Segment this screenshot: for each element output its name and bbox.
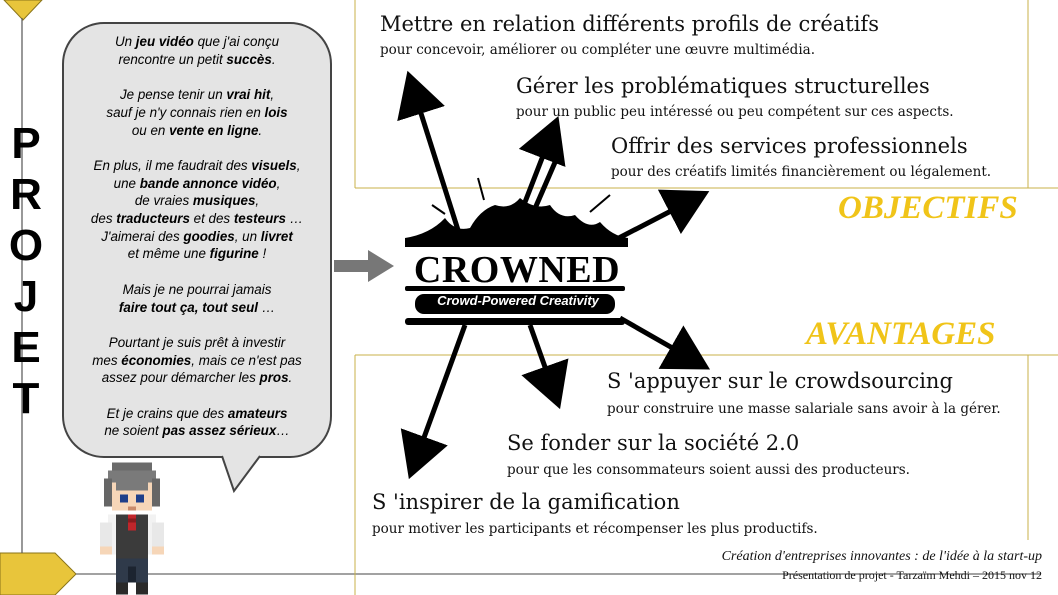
bubble-emphasis: testeurs: [233, 211, 286, 226]
avantage-detail: pour construire une masse salariale sans…: [607, 401, 1001, 417]
bubble-emphasis: faire tout ça, tout seul: [118, 299, 258, 315]
bubble-text: et même une: [127, 246, 210, 262]
bubble-text: .: [258, 122, 263, 138]
objectif-heading: Mettre en relation différents profils de…: [380, 12, 879, 36]
bubble-text: , mais ce n'est pas: [191, 352, 302, 368]
footer-presentation-info: Présentation de projet - Tarzaïm Mehdi –…: [782, 568, 1042, 582]
bubble-text: sauf je n'y connais rien en: [106, 104, 265, 120]
projet-letter: R: [10, 170, 42, 219]
bubble-emphasis: vrai hit: [226, 87, 271, 103]
bubble-text: !: [258, 246, 267, 262]
bubble-text: Je pense tenir un: [119, 87, 227, 103]
avantage-heading: S 'appuyer sur le crowdsourcing: [607, 369, 953, 393]
bubble-text: rencontre un petit: [118, 51, 227, 67]
bubble-emphasis: pas assez sérieux: [162, 423, 277, 439]
bubble-text: des: [90, 211, 117, 226]
avantages-label: AVANTAGES: [806, 316, 996, 352]
bubble-emphasis: bande annonce vidéo: [139, 175, 277, 191]
projet-letter: P: [11, 119, 41, 168]
bubble-text: …: [276, 423, 290, 439]
objectif-heading: Gérer les problématiques structurelles: [516, 74, 930, 98]
avantage-detail: pour motiver les participants et récompe…: [372, 521, 818, 537]
bubble-text: une: [113, 175, 140, 191]
bubble-text: .: [288, 370, 293, 386]
avantage-heading: S 'inspirer de la gamification: [372, 490, 680, 514]
logo-title: CROWNED: [413, 249, 621, 291]
bubble-paragraph: Pourtant je suis prêt à investir mes écon…: [72, 334, 322, 387]
logo-subtitle: Crowd-Powered Creativity: [437, 293, 599, 308]
character-sprite: [100, 462, 164, 595]
bubble-text: …: [258, 299, 276, 315]
bubble-emphasis: visuels: [251, 157, 297, 173]
bubble-text: , un: [234, 228, 261, 244]
avantage-heading: Se fonder sur la société 2.0: [507, 431, 800, 455]
crown-logo: [405, 198, 628, 325]
projet-letter: T: [12, 374, 40, 423]
objectif-heading: Offrir des services professionnels: [611, 134, 968, 158]
bubble-text: et des: [189, 211, 234, 226]
projet-letter: J: [13, 272, 39, 321]
bubble-paragraph: En plus, il me faudrait des visuels,une …: [72, 157, 322, 263]
bubble-emphasis: succès: [226, 51, 272, 67]
projet-vertical-title: P R O J E T: [0, 118, 52, 424]
bubble-paragraph: Un jeu vidéo que j'ai conçu rencontre un …: [72, 33, 322, 68]
bubble-text: de vraies: [134, 193, 193, 209]
bubble-text: Pourtant je suis prêt à investir: [108, 334, 286, 350]
bubble-text: ne soient: [104, 423, 163, 439]
bubble-text: .: [271, 51, 276, 67]
bubble-text: ,: [255, 193, 260, 209]
projet-letter: O: [8, 221, 44, 270]
bubble-text: ,: [270, 87, 275, 103]
bubble-emphasis: jeu vidéo: [135, 34, 194, 49]
bubble-emphasis: amateurs: [227, 405, 288, 421]
bubble-emphasis: livret: [260, 228, 293, 244]
bubble-text: assez pour démarcher les: [101, 370, 260, 386]
bubble-paragraph: Je pense tenir un vrai hit, sauf je n'y c…: [72, 86, 322, 139]
bubble-paragraph: Et je crains que des amateurs ne soient p…: [72, 405, 322, 440]
bubble-emphasis: figurine: [209, 246, 259, 262]
corner-arrow-bottom: [0, 552, 77, 595]
bubble-emphasis: goodies: [183, 228, 235, 244]
bubble-to-logo-arrow: [334, 250, 394, 282]
bubble-emphasis: économies: [121, 352, 192, 368]
bubble-text: Mais je ne pourrai jamais: [122, 281, 272, 297]
bubble-text: …: [285, 211, 304, 226]
bubble-text: Un: [114, 34, 136, 49]
bubble-text: mes: [92, 352, 122, 368]
objectif-detail: pour des créatifs limités financièrement…: [611, 164, 992, 180]
objectif-detail: pour concevoir, améliorer ou compléter u…: [380, 42, 815, 58]
speech-bubble-tail: [221, 455, 261, 494]
speech-bubble: Un jeu vidéo que j'ai conçu rencontre un …: [62, 22, 332, 458]
corner-triangle-top: [3, 0, 43, 21]
projet-letter: E: [11, 323, 41, 372]
bubble-paragraph: Mais je ne pourrai jamais faire tout ça, …: [72, 281, 322, 316]
bubble-text: que j'ai conçu: [193, 34, 280, 49]
bubble-emphasis: vente en ligne: [169, 122, 259, 138]
objectifs-label: OBJECTIFS: [838, 190, 1018, 226]
bubble-emphasis: musiques: [192, 193, 256, 209]
bubble-text: Et je crains que des: [106, 405, 228, 421]
bubble-emphasis: pros: [259, 370, 289, 386]
bubble-emphasis: lois: [264, 104, 288, 120]
bubble-text: ,: [276, 175, 281, 191]
bubble-text: ou en: [131, 122, 170, 138]
footer-course-title: Création d'entreprises innovantes : de l…: [721, 549, 1042, 564]
bubble-text: J'aimerai des: [101, 228, 184, 244]
radiating-arrows: [397, 70, 711, 480]
avantage-detail: pour que les consommateurs soient aussi …: [507, 462, 910, 478]
bubble-emphasis: traducteurs: [116, 211, 190, 226]
bubble-text: En plus, il me faudrait des: [93, 157, 252, 173]
objectif-detail: pour un public peu intéressé ou peu comp…: [516, 104, 954, 120]
bubble-text: ,: [296, 157, 301, 173]
